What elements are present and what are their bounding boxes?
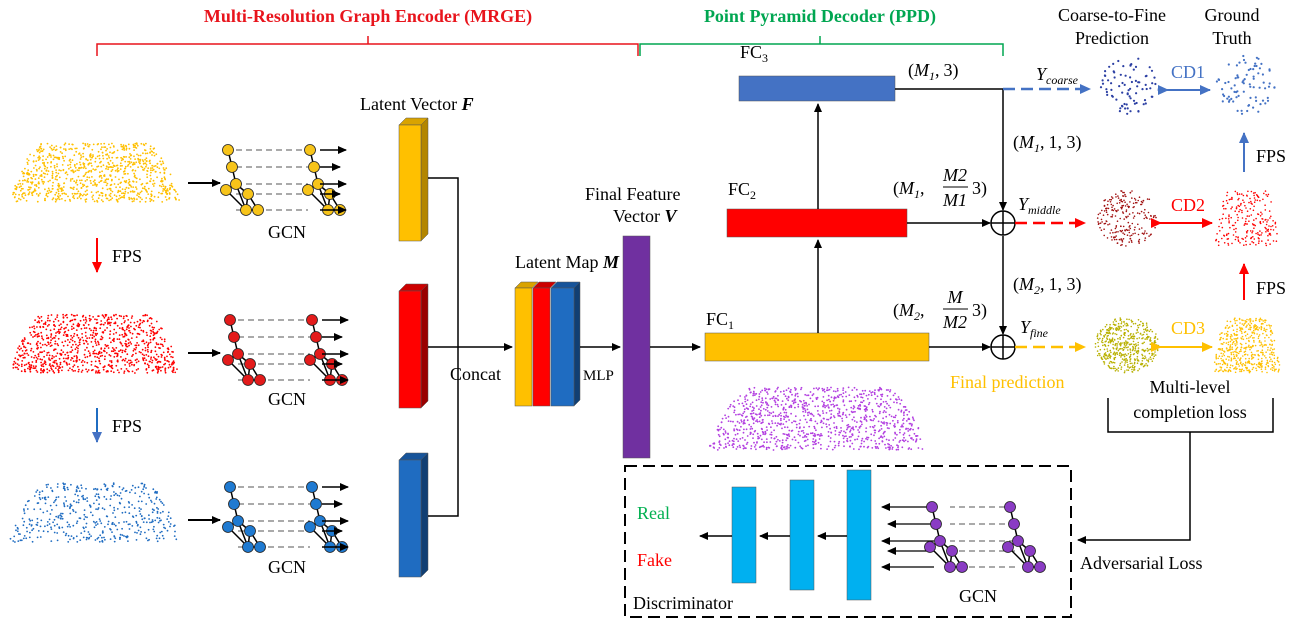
latent-map (515, 282, 580, 406)
mrge-brace (97, 36, 638, 56)
fc2-layer (727, 209, 907, 237)
fine-prediction-cloud (1095, 317, 1160, 373)
ppd-title: Point Pyramid Decoder (PPD) (704, 6, 936, 27)
coarse-prediction-cloud (1100, 58, 1160, 115)
y-fine-label: Yfine (1020, 317, 1049, 340)
concat-label: Concat (450, 364, 501, 384)
latent-vector-red (399, 284, 428, 408)
final-prediction-label: Final prediction (950, 372, 1064, 392)
coarse-to-fine-title-line2: Prediction (1075, 28, 1149, 48)
cd1-label: CD1 (1171, 62, 1205, 82)
fc2-label: FC2 (728, 179, 756, 202)
gcn-label-disc: GCN (959, 586, 997, 606)
input-cloud-red (12, 314, 178, 374)
y-coarse-label: Ycoarse (1036, 64, 1079, 87)
gcn-label-1: GCN (268, 222, 306, 242)
disc-layer-1 (732, 487, 756, 583)
latent-vector-yellow (399, 118, 428, 241)
fps-label-3: FPS (1256, 146, 1286, 166)
fps-label-1: FPS (112, 246, 142, 266)
fps-label-4: FPS (1256, 278, 1286, 298)
multi-level-label-line2: completion loss (1133, 402, 1247, 422)
fc3-layer (739, 76, 895, 101)
concat-bus (428, 178, 458, 516)
cd2-label: CD2 (1171, 195, 1205, 215)
dim-fc1: (M2, M M2 3) (893, 287, 987, 332)
coarse-ground-truth-cloud (1216, 55, 1276, 115)
middle-ground-truth-cloud (1215, 190, 1278, 246)
gcn-blue (223, 482, 349, 553)
disc-layer-3 (847, 470, 871, 600)
final-feature-label: Final Feature (585, 184, 680, 204)
sum-node-middle (991, 211, 1015, 235)
adversarial-connector (1078, 432, 1190, 540)
fc1-layer (705, 333, 929, 361)
fc3-label: FC3 (740, 42, 768, 65)
y-middle-label: Ymiddle (1018, 194, 1061, 217)
mrge-title: Multi-Resolution Graph Encoder (MRGE) (204, 6, 532, 27)
latent-map-label: Latent Map M (515, 252, 620, 272)
gcn-yellow (221, 145, 347, 216)
gcn-discriminator (882, 502, 1046, 573)
dim-coarse-expand: (M1,1, 3) (1013, 132, 1082, 155)
latent-vector-blue (399, 453, 428, 577)
intermediate-cloud-purple (709, 387, 923, 451)
middle-prediction-cloud (1097, 190, 1157, 247)
fc1-label: FC1 (706, 309, 734, 332)
dim-fc2: (M1, M2 M1 3) (893, 165, 987, 210)
mlp-label: MLP (583, 368, 614, 384)
cd3-label: CD3 (1171, 318, 1205, 338)
final-feature-vector (623, 236, 650, 458)
fps-label-2: FPS (112, 416, 142, 436)
input-cloud-yellow (12, 142, 180, 203)
ground-truth-title: Ground (1205, 5, 1260, 25)
fine-ground-truth-cloud (1214, 317, 1280, 373)
coarse-to-fine-title: Coarse-to-Fine (1058, 5, 1166, 25)
gcn-red (223, 315, 349, 386)
final-feature-label-line2: Vector V (613, 206, 678, 226)
ppd-brace (640, 36, 1003, 56)
multi-level-label: Multi-level (1150, 377, 1231, 397)
sum-node-fine (991, 335, 1015, 359)
ground-truth-title-line2: Truth (1212, 28, 1251, 48)
gcn-label-3: GCN (268, 557, 306, 577)
dim-middle-expand: (M2,1, 3) (1013, 274, 1082, 297)
fake-label: Fake (637, 550, 672, 570)
discriminator-label: Discriminator (633, 593, 733, 613)
adversarial-loss-label: Adversarial Loss (1080, 553, 1202, 573)
input-cloud-blue (10, 482, 178, 543)
gcn-label-2: GCN (268, 389, 306, 409)
latent-vector-label: Latent Vector F (360, 94, 474, 114)
real-label: Real (637, 503, 670, 523)
disc-layer-2 (790, 480, 814, 590)
dim-fc3: (M1,3) (908, 60, 959, 83)
